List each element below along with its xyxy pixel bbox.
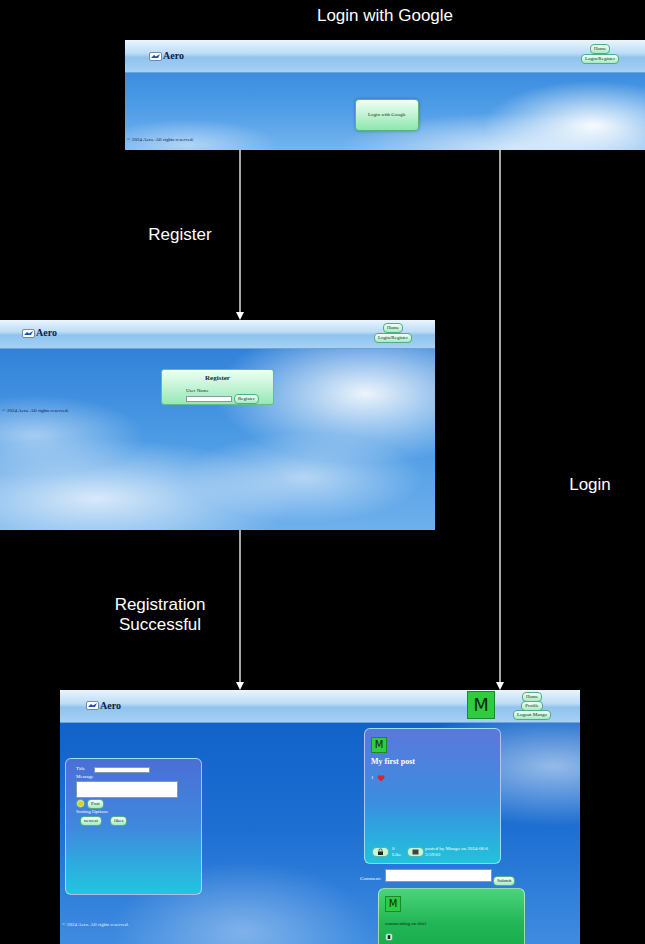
post-card: My first post 1 0 Like posted by Mango on 2… xyxy=(364,728,501,864)
register-button: Register xyxy=(234,394,259,404)
edge-label: Login xyxy=(567,475,613,495)
arrow-head xyxy=(496,682,504,690)
edge-label: Registration Successful xyxy=(103,595,217,635)
logo-frame xyxy=(23,330,35,338)
node-text: newest xyxy=(84,818,98,823)
nav-button: Home xyxy=(383,323,403,333)
input-field xyxy=(186,396,232,402)
heart-shape xyxy=(378,775,385,781)
arrow-head xyxy=(236,682,244,690)
node-text: likes xyxy=(114,818,123,823)
logo-frame xyxy=(87,702,99,710)
node-text: Home xyxy=(387,325,399,330)
delete-body xyxy=(386,934,393,941)
flow-arrow xyxy=(236,150,244,320)
node-text: Login/Register xyxy=(585,56,615,61)
arrow-line xyxy=(239,530,240,683)
sort-button: likes xyxy=(110,816,127,826)
node-text: Register xyxy=(162,374,273,382)
logo-bird xyxy=(151,54,160,58)
google-login-button: Login with Google xyxy=(355,99,419,131)
nav-button: Logout Mango xyxy=(513,710,551,720)
heart-icon xyxy=(377,775,385,782)
node-text: Post xyxy=(91,801,100,806)
node-text: M xyxy=(473,695,489,715)
flow-arrow xyxy=(496,150,504,690)
node-text: © 2024 Aero. All rights reserved. xyxy=(2,408,69,414)
logo-icon xyxy=(149,52,162,61)
nav-button: Login/Register xyxy=(374,333,412,343)
node-text: Login/Register xyxy=(378,335,408,340)
node-text: Title xyxy=(76,766,85,772)
node-text: Submit xyxy=(497,878,511,883)
node-text: Login with Google xyxy=(368,112,406,118)
image-glyph xyxy=(413,850,419,855)
logo-icon xyxy=(86,701,99,710)
logo-frame xyxy=(150,53,162,61)
user-avatar: M xyxy=(467,691,495,719)
node-text: Profile xyxy=(525,703,539,708)
lock-shackle xyxy=(379,849,382,852)
login-page-screenshot: Aero © 2024 Aero. All rights reserved. Hom… xyxy=(125,40,645,150)
logo-bird xyxy=(88,703,97,707)
node-text: My first post xyxy=(371,757,415,767)
node-text: Aero xyxy=(36,327,57,339)
arrow-line xyxy=(239,150,240,313)
emoji-ring xyxy=(77,800,85,808)
node-text: 0 Like xyxy=(392,846,404,858)
comment-card: commenting on this! M xyxy=(378,888,525,944)
node-text: Home xyxy=(594,46,606,51)
emoji-face xyxy=(78,801,83,806)
node-text: Home xyxy=(526,694,538,699)
sort-button: newest xyxy=(80,816,102,826)
node-text: Logout Mango xyxy=(517,712,547,717)
input-field xyxy=(385,869,492,882)
emoji-button xyxy=(76,799,85,808)
comment-avatar: M xyxy=(385,896,401,912)
register-page-screenshot: Aero © 2024 Aero. All rights reserved. Hom… xyxy=(0,320,435,530)
icon-button-body xyxy=(408,848,424,857)
input-field xyxy=(94,767,150,773)
field-label: Comment: xyxy=(360,876,381,882)
arrow-head xyxy=(236,312,244,320)
nav-button: Login/Register xyxy=(581,54,619,64)
node-text: commenting on this! xyxy=(385,921,426,927)
submit-button: Submit xyxy=(493,876,515,886)
node-text: posted by Mango on 2024-06-6 3:59:03 xyxy=(425,846,500,858)
input-field xyxy=(76,781,178,798)
register-panel: RegisterUser NameRegister xyxy=(161,369,274,405)
diagram-title: Login with Google xyxy=(315,6,455,26)
icon-button xyxy=(372,847,389,857)
node-text: 1 xyxy=(371,775,374,781)
logo-bird xyxy=(24,331,33,335)
header-bar xyxy=(0,320,435,349)
node-text: M xyxy=(375,739,384,751)
trash-glyph xyxy=(388,935,391,939)
node-text: Register xyxy=(238,396,255,401)
post-avatar: M xyxy=(371,737,387,753)
node-text: Aero xyxy=(100,700,121,712)
flow-arrow xyxy=(236,530,244,690)
node-text: User Name xyxy=(186,388,209,394)
node-text: Message xyxy=(76,774,94,780)
logo-icon xyxy=(22,329,35,338)
header-bar xyxy=(125,40,645,73)
arrow-line xyxy=(499,150,500,683)
node-text: © 2024 Aero. All rights reserved. xyxy=(62,922,129,928)
header-bar xyxy=(60,690,580,723)
delete-button xyxy=(385,933,393,941)
node-text: M xyxy=(389,898,398,910)
icon-button-body xyxy=(373,848,389,857)
node-text: Aero xyxy=(163,50,184,62)
home-page-screenshot: Aero © 2024 Aero. All rights reserved. M Ho… xyxy=(60,690,580,944)
icon-button xyxy=(407,847,424,857)
edge-label: Register xyxy=(146,225,213,245)
lock-body xyxy=(378,852,383,856)
node-text: Sorting Options xyxy=(76,809,108,815)
nav-button: Home xyxy=(590,44,610,54)
new-post-panel: TitleMessageSorting Options Post newest lik… xyxy=(65,758,202,895)
node-text: © 2024 Aero. All rights reserved. xyxy=(127,137,194,143)
post-button: Post xyxy=(87,799,104,809)
